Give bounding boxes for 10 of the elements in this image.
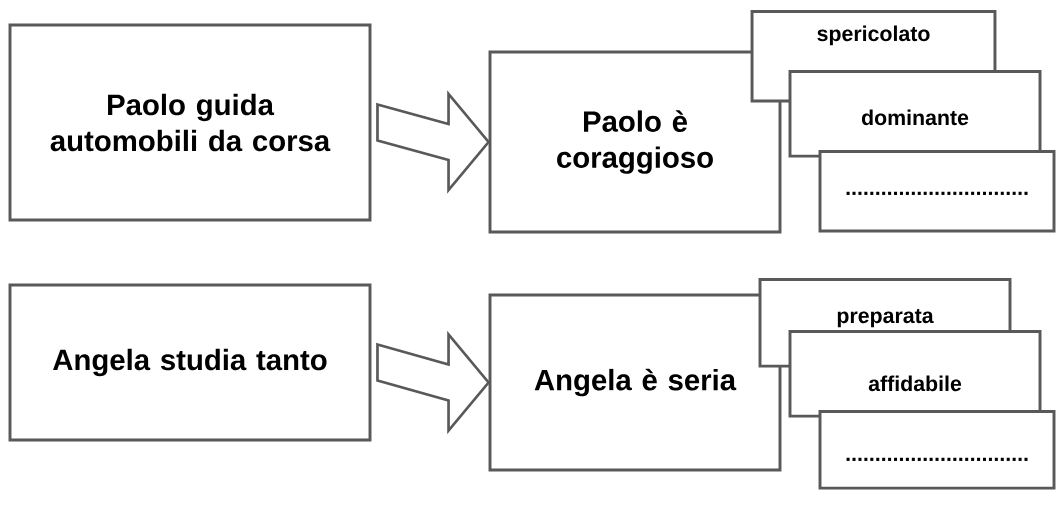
trait-card: affidabile [788, 330, 1042, 418]
conclusion-box: Angela è seria [488, 293, 782, 472]
block-arrow [376, 330, 491, 435]
statement-box: Angela studia tanto [8, 283, 372, 442]
block-arrow [376, 90, 491, 194]
trait-card: ............................... [818, 410, 1056, 490]
trait-card: dominante [788, 70, 1042, 158]
trait-card: ............................... [818, 150, 1056, 233]
conclusion-box: Paolo è coraggioso [488, 50, 782, 234]
statement-box: Paolo guida automobili da corsa [8, 23, 372, 222]
